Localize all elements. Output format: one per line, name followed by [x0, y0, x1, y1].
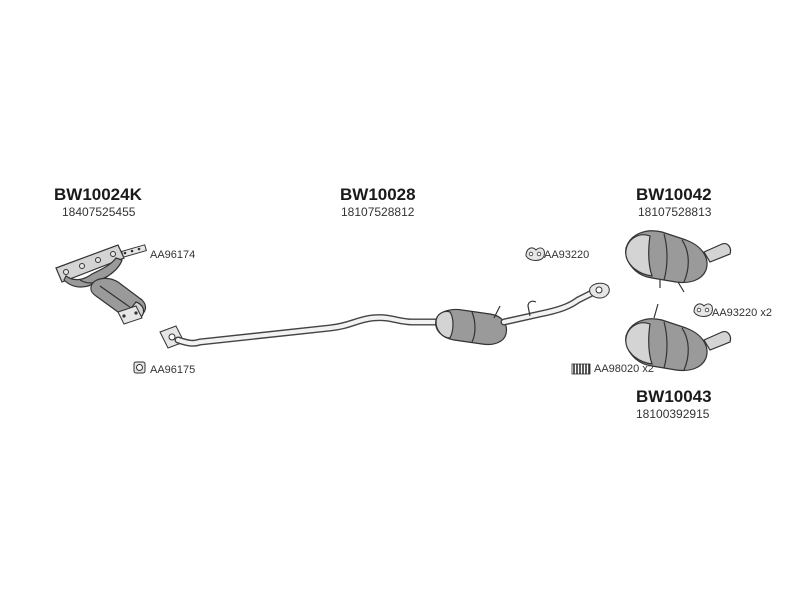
rubber-mount-rear-icon	[693, 303, 713, 317]
part-code-front-pipe: BW10028	[340, 185, 416, 204]
flange-gasket-icon	[133, 361, 146, 374]
accessory-label-springs: AA98020 x2	[594, 363, 654, 375]
rear-muffler-upper-icon	[625, 230, 732, 293]
accessory-label-rubber-mount-center: AA93220	[544, 249, 589, 261]
part-code-manifold: BW10024K	[54, 185, 143, 204]
part-number-rear-muffler-lower: 18100392915	[636, 407, 710, 421]
part-number-manifold: 18407525455	[62, 205, 136, 219]
part-code-rear-muffler-lower: BW10043	[636, 387, 712, 406]
label-manifold: BW10024K 18407525455	[54, 185, 143, 219]
accessory-label-rubber-mount-rear: AA93220 x2	[712, 307, 772, 319]
part-number-rear-muffler-upper: 18107528813	[638, 205, 712, 219]
rubber-mount-center-icon	[525, 247, 545, 261]
accessory-label-manifold-gasket: AA96174	[150, 249, 195, 261]
manifold-gasket-icon	[121, 244, 147, 258]
front-pipe-icon	[159, 282, 610, 349]
part-code-rear-muffler-upper: BW10042	[636, 185, 712, 204]
label-rear-muffler-lower: BW10043 18100392915	[636, 387, 712, 421]
exhaust-manifold-catalyst-icon	[55, 244, 147, 325]
part-number-front-pipe: 18107528812	[341, 205, 415, 219]
rear-muffler-lower-icon	[625, 303, 732, 372]
accessory-label-flange-gasket: AA96175	[150, 364, 195, 376]
label-front-pipe: BW10028 18107528812	[340, 185, 416, 219]
springs-icon	[571, 363, 591, 375]
label-rear-muffler-upper: BW10042 18107528813	[636, 185, 712, 219]
